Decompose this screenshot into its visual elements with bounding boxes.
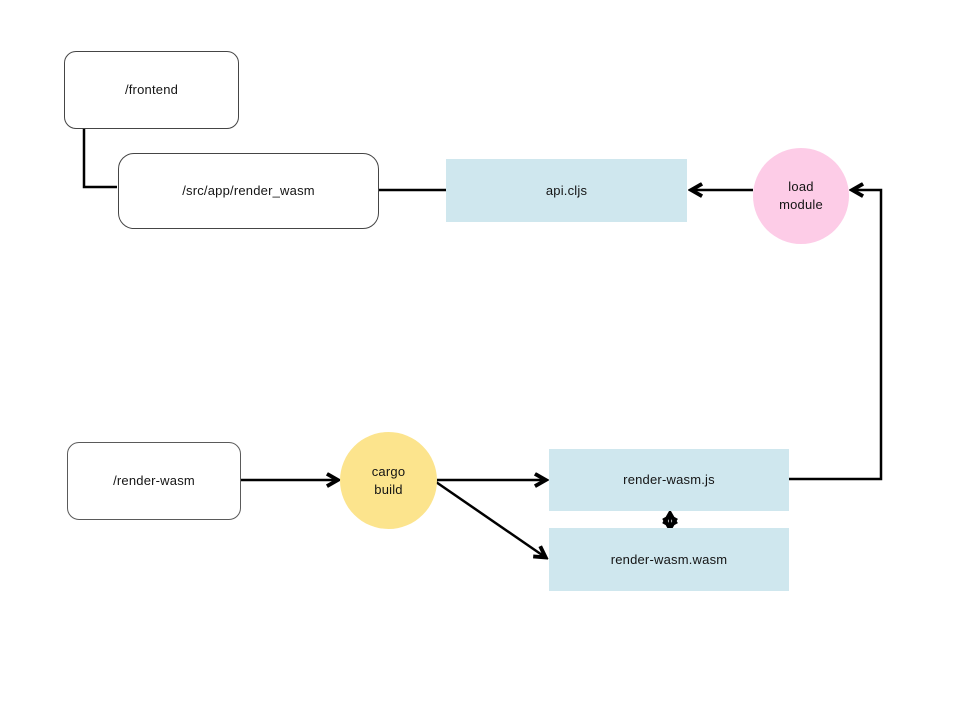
node-src-app-render-wasm: /src/app/render_wasm bbox=[118, 153, 379, 229]
node-api-cljs-label: api.cljs bbox=[545, 182, 588, 198]
node-load-module: load module bbox=[753, 148, 849, 244]
node-render-wasm-js: render-wasm.js bbox=[549, 449, 789, 511]
node-cargo-build-label: cargo build bbox=[371, 463, 406, 497]
node-render-wasm-dir: /render-wasm bbox=[67, 442, 241, 520]
node-load-module-label: load module bbox=[779, 179, 823, 212]
connector-frontend-to-src-app bbox=[82, 127, 117, 189]
node-frontend: /frontend bbox=[64, 51, 239, 129]
node-render-wasm-js-label: render-wasm.js bbox=[623, 472, 715, 488]
node-render-wasm-wasm: render-wasm.wasm bbox=[549, 528, 789, 591]
connector-cargo-build-to-render-wasm-wasm bbox=[435, 480, 545, 557]
node-frontend-label: /frontend bbox=[124, 82, 179, 98]
node-render-wasm-wasm-label: render-wasm.wasm bbox=[610, 551, 728, 567]
node-render-wasm-dir-label: /render-wasm bbox=[113, 473, 195, 489]
node-cargo-build: cargo build bbox=[340, 432, 437, 529]
node-src-app-render-wasm-label: /src/app/render_wasm bbox=[182, 183, 315, 199]
node-api-cljs: api.cljs bbox=[446, 159, 687, 222]
